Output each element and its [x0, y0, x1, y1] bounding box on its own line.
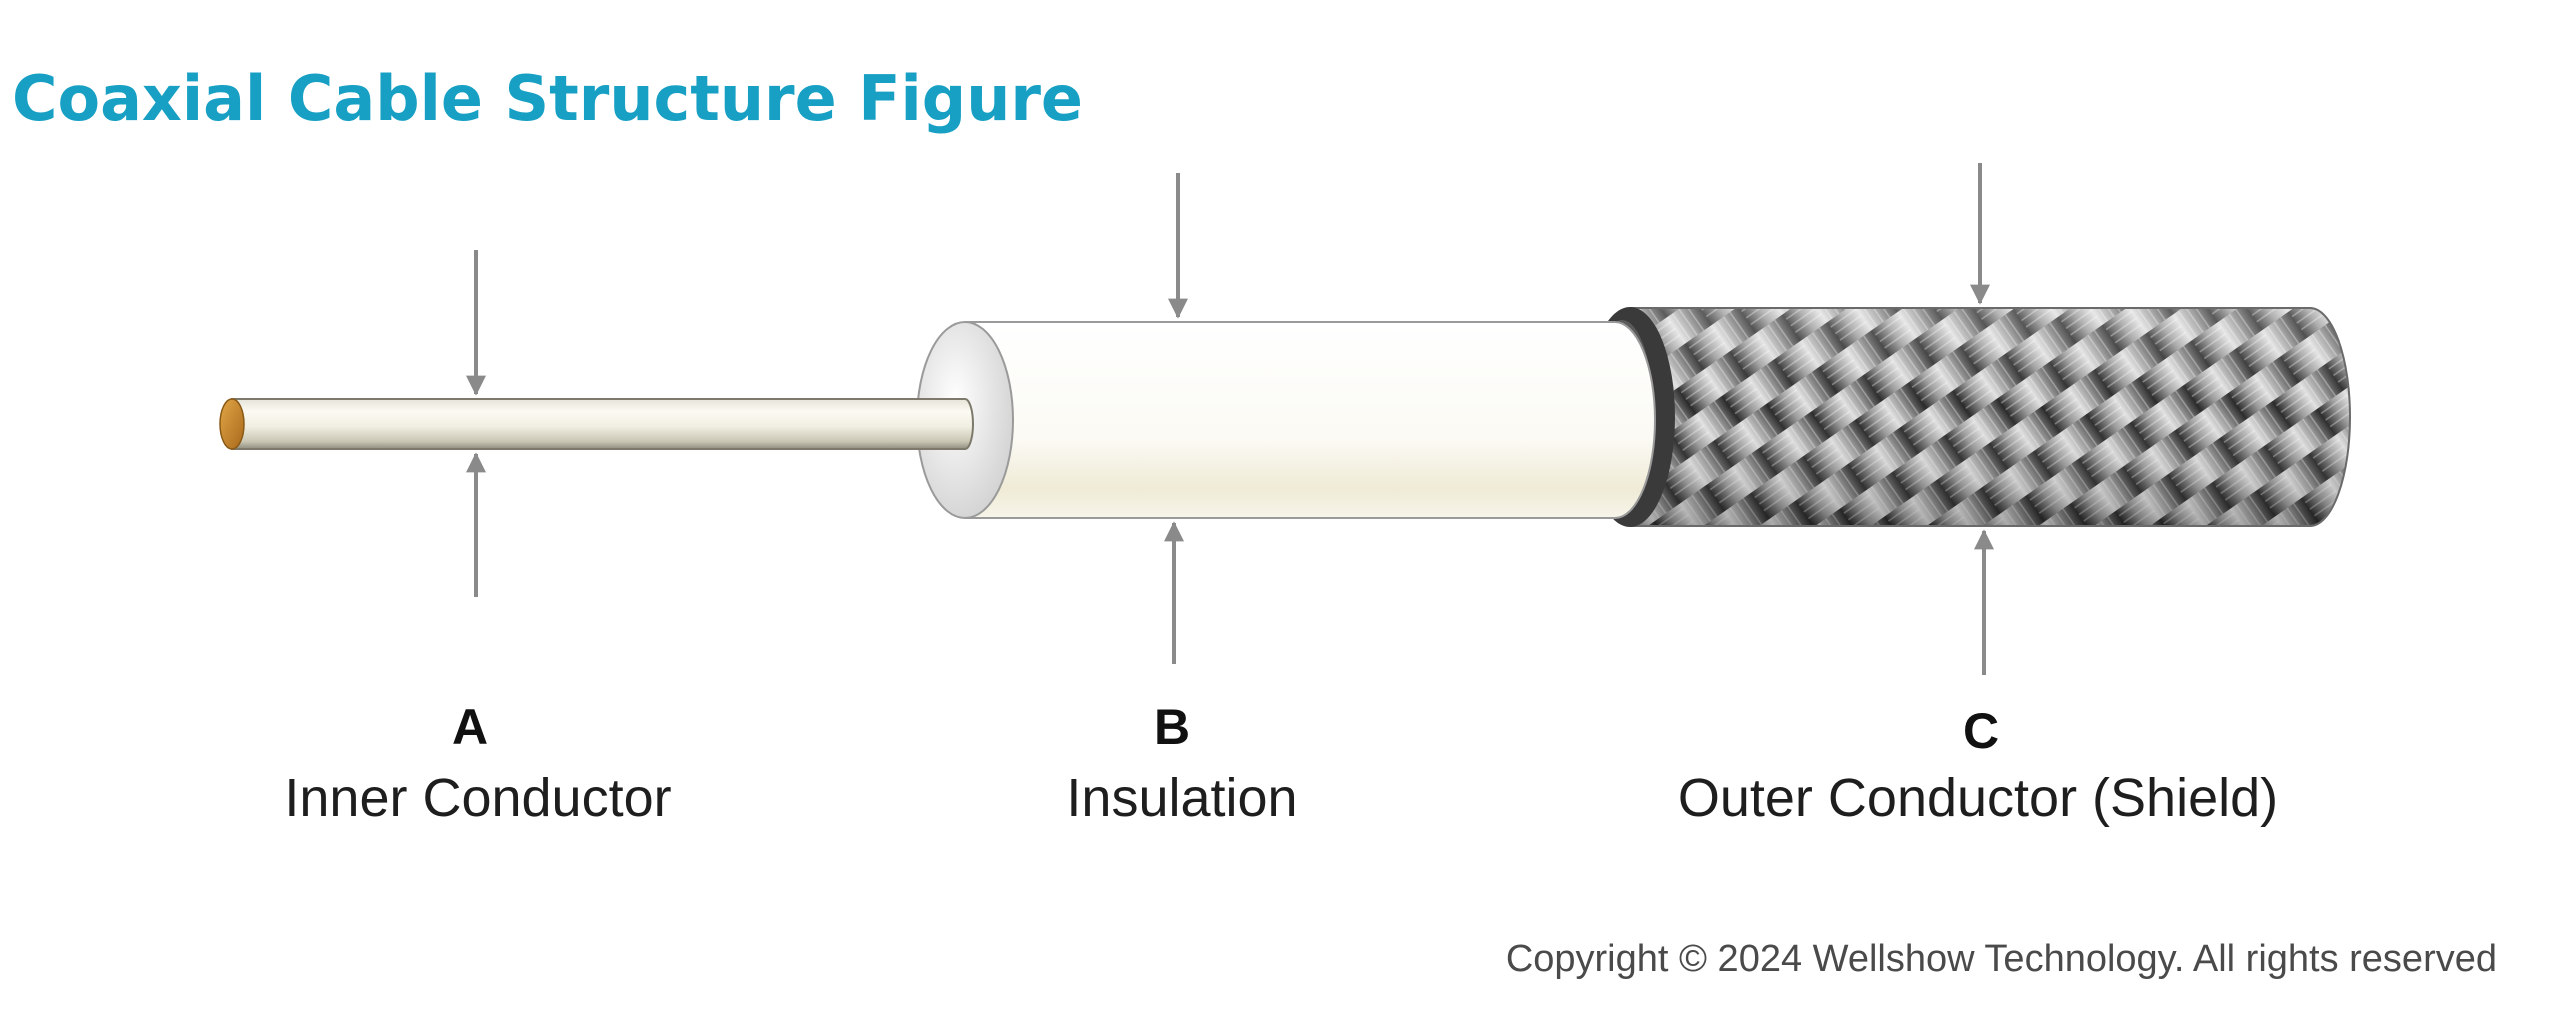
copyright-notice: Copyright © 2024 Wellshow Technology. Al… — [1505, 938, 2497, 980]
inner-conductor — [219, 398, 974, 450]
insulation-layer — [916, 321, 1656, 519]
label-letter-c: C — [1962, 703, 2000, 759]
label-inner-conductor: Inner Conductor — [284, 768, 672, 828]
outer-conductor-shield — [1585, 307, 2351, 527]
label-letter-a: A — [451, 699, 489, 755]
label-letter-b: B — [1153, 699, 1191, 755]
diagram-title: Coaxial Cable Structure Figure — [12, 62, 1083, 135]
label-outer-conductor: Outer Conductor (Shield) — [1677, 768, 2279, 828]
label-insulation: Insulation — [1066, 768, 1298, 828]
